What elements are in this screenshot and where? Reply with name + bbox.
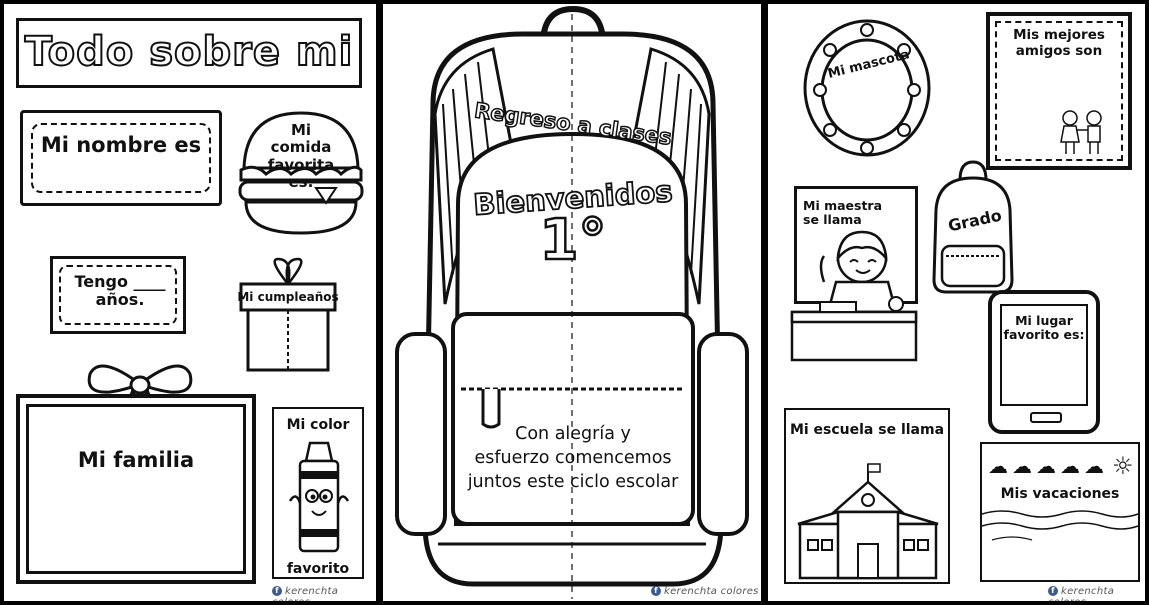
favorite-place-label: Mi lugar favorito es: [1003,313,1085,343]
phone-screen [1000,304,1088,406]
right-panel: Mi mascota Mis mejores amigos son Mi mae… [768,4,1145,601]
gift-icon [239,257,337,372]
age-card: Tengo ____ años. [50,256,186,334]
vacation-card: ☁☁☁☁☁ ☼ Mis vacaciones [980,442,1140,582]
sun-icon: ☼ [1112,452,1134,480]
pocket-text-line-3: juntos este ciclo escolar [467,472,679,492]
birthday-label: Mi cumpleaños [237,290,339,304]
phone-button [1030,412,1062,423]
teacher-label: Mi maestra se llama [803,198,883,228]
pocket-text-line-1: Con alegría y [515,424,631,444]
left-panel: Todo sobre mi Mi nombre es Mi comida fav… [4,4,376,601]
name-label: Mi nombre es [40,133,202,157]
friends-icon [1060,110,1102,154]
family-frame: Mi familia [16,394,256,584]
grade-number: 1° [538,207,607,274]
school-card: Mi escuela se llama [784,408,950,584]
title-box: Todo sobre mi [16,18,362,88]
small-backpack-icon [932,160,1014,294]
page-title: Todo sobre mi [24,28,354,76]
facebook-icon: f [272,586,282,596]
crayon-icon [288,441,350,553]
backpack-icon [395,5,749,599]
school-icon [797,463,939,580]
facebook-icon: f [651,586,661,596]
pocket-text: Con alegría y esfuerzo comencemos juntos… [461,422,685,494]
color-card: Mi color favorito [272,407,364,579]
vacation-label: Mis vacaciones [1000,486,1120,502]
middle-panel: Regreso a clases Bienvenidos 1° Con aleg… [383,4,761,601]
family-frame-inner [26,404,246,574]
friends-frame-inner [995,21,1123,161]
pet-frame [803,19,931,157]
friends-label: Mis mejores amigos son [1013,27,1105,59]
cloud-row: ☁☁☁☁☁ [988,454,1108,478]
age-label: Tengo ____ años. [74,272,166,310]
facebook-icon: f [1048,586,1058,596]
phone-frame: Mi lugar favorito es: [988,290,1100,434]
friends-frame: Mis mejores amigos son [986,12,1132,170]
food-label: Mi comida favorita es: [267,121,335,191]
pocket-text-line-2: esfuerzo comencemos [474,448,672,468]
teacher-icon [790,230,918,362]
waves-icon [981,510,1139,541]
color-label-bottom: favorito [286,561,350,577]
name-card: Mi nombre es [20,110,222,206]
age-card-inner [59,265,177,325]
name-card-inner [31,123,211,193]
color-label-top: Mi color [286,417,350,433]
school-label: Mi escuela se llama [789,422,945,438]
family-label: Mi familia [77,448,195,472]
hamburger-icon [238,111,364,235]
